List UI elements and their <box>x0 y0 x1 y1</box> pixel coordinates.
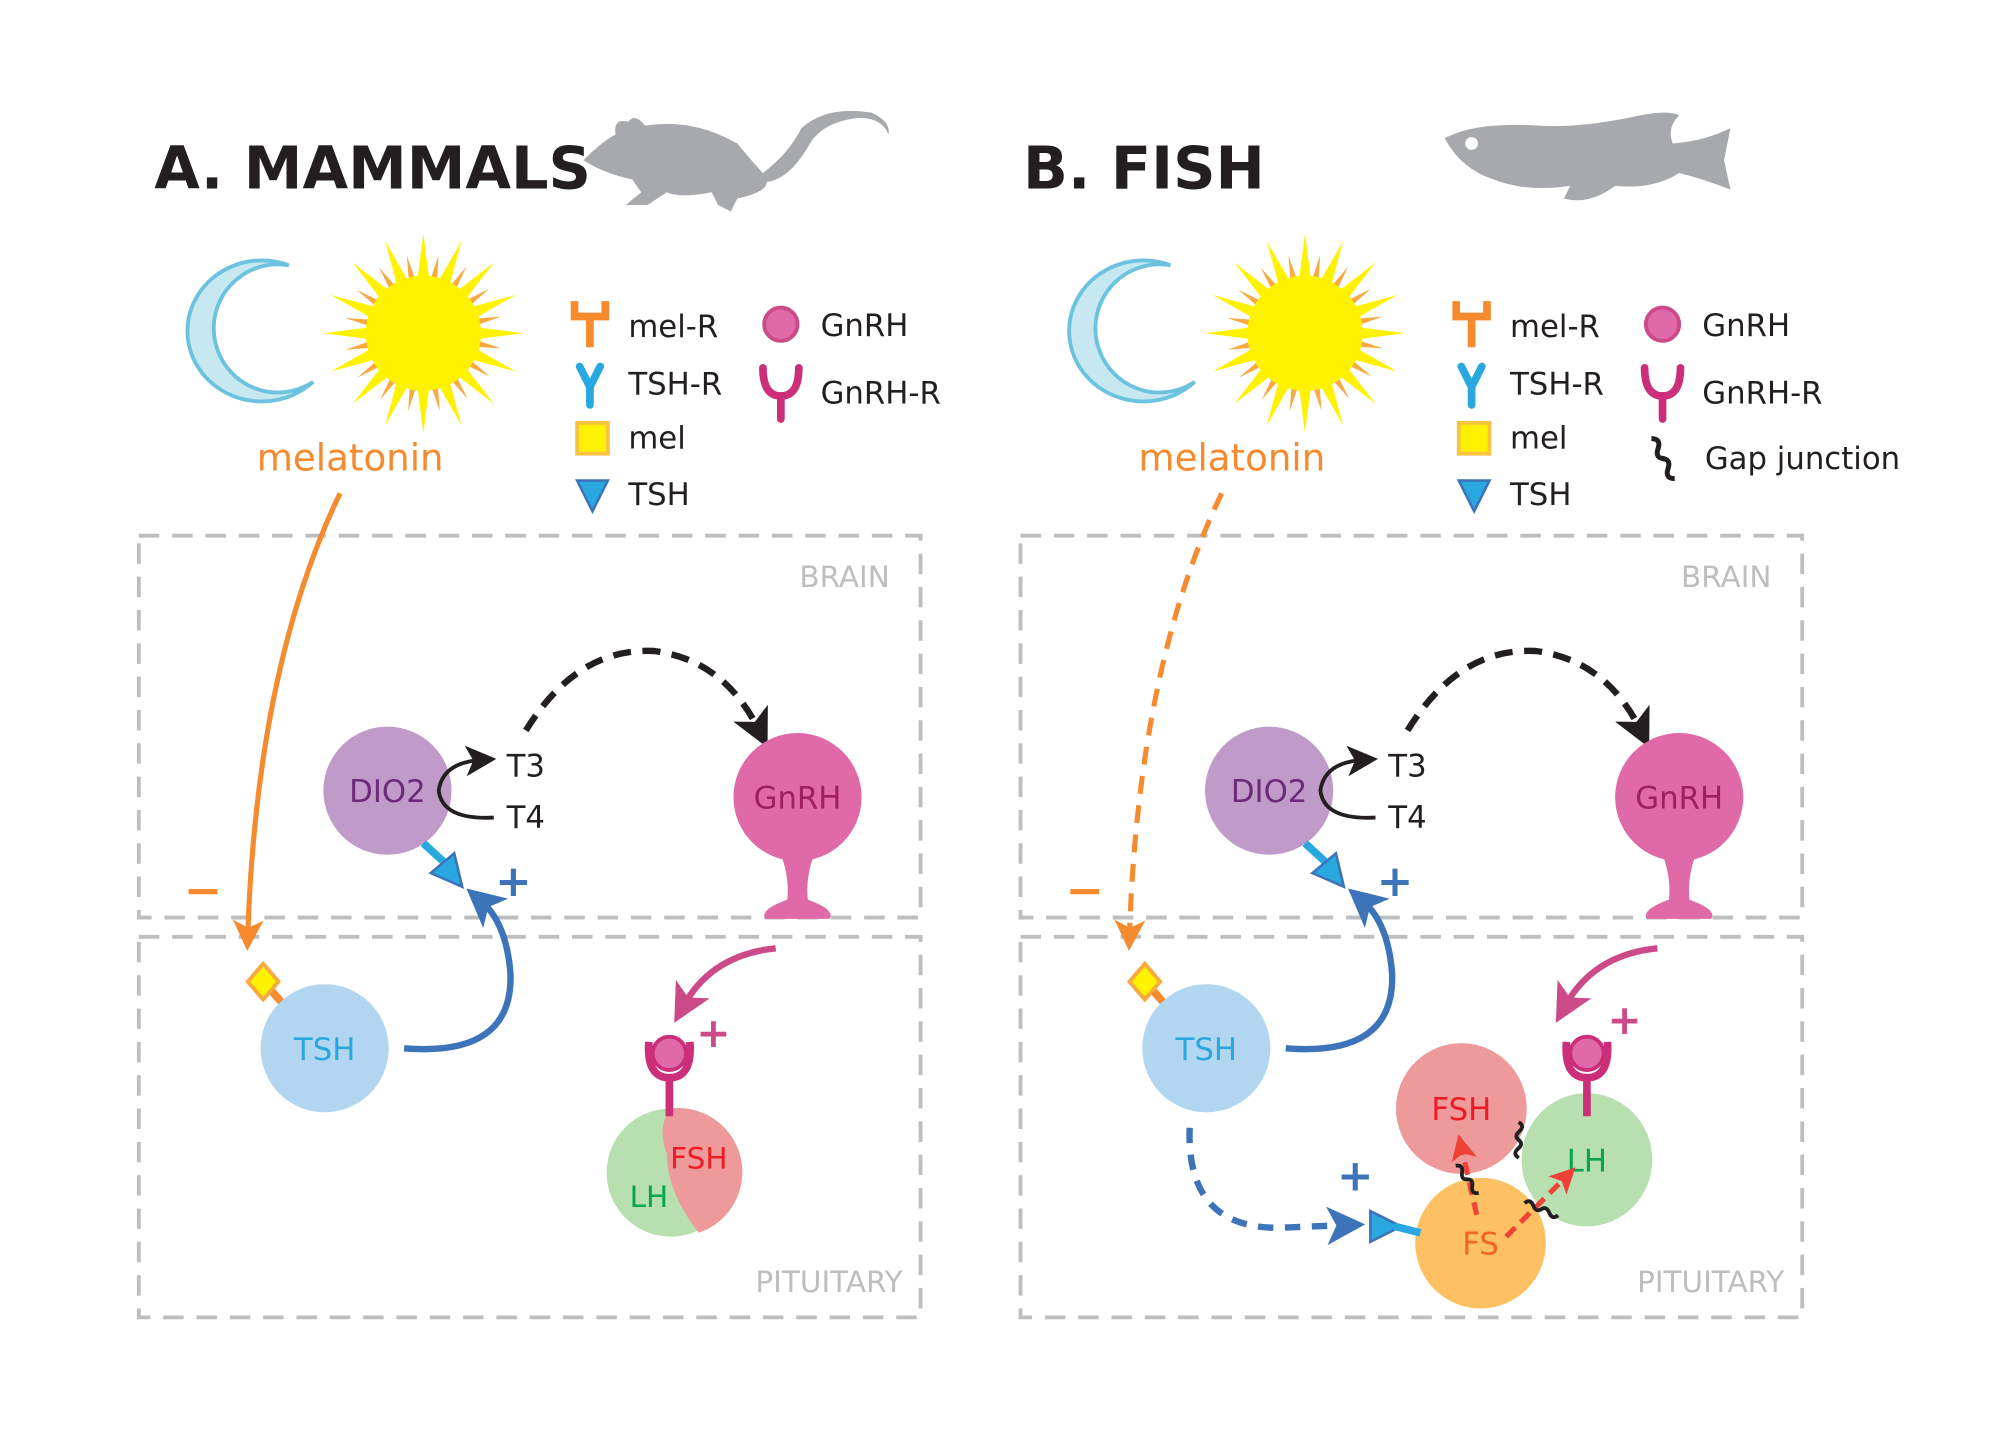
dio2-label: DIO2 <box>1231 774 1308 810</box>
plus-sign: + <box>1377 857 1414 907</box>
melatonin-label: melatonin <box>1138 436 1325 479</box>
pituitary-label: PITUITARY <box>755 1265 903 1299</box>
brain-region <box>1018 533 1805 920</box>
fsh-cell <box>1395 1043 1527 1174</box>
fish-eye <box>1465 137 1478 150</box>
fs-cell <box>1415 1177 1546 1309</box>
legend-gap-junction: Gap junction <box>1705 441 1900 477</box>
melatonin-inhibition-arrow <box>232 492 343 951</box>
lh-label: LH <box>630 1180 669 1214</box>
legend-mel: mel <box>628 421 685 457</box>
moon-and-sun-icon <box>1067 231 1407 436</box>
fs-label: FS <box>1462 1227 1499 1263</box>
t4-to-t3-arrow <box>1318 745 1379 820</box>
mel-receptor-icon <box>1456 301 1487 347</box>
fsh-half <box>662 1108 743 1233</box>
tsh-cell-label: TSH <box>293 1032 355 1068</box>
plus-sign: + <box>696 1009 730 1057</box>
gnrh-receptor-icon <box>763 368 799 419</box>
legend-tsh: TSH <box>1509 477 1571 513</box>
minus-sign: − <box>184 863 223 917</box>
tsh-stimulation-arrow <box>1285 888 1396 1053</box>
t4-to-t3-arrow <box>436 745 497 820</box>
legend-mel-r: mel-R <box>1510 309 1600 345</box>
fsh-label: FSH <box>670 1142 727 1176</box>
tsh-receptor-icon <box>580 367 601 405</box>
panel-title: B. FISH <box>1023 133 1265 202</box>
tsh-receptor-on-fs <box>1393 1222 1422 1237</box>
gnrh-neuron <box>733 733 862 919</box>
plus-sign: + <box>1607 996 1641 1044</box>
brain-label: BRAIN <box>1681 560 1771 594</box>
dio2-cell <box>1205 726 1334 855</box>
tsh-to-fs-dashed-arrow <box>1186 1127 1366 1246</box>
t3-label: T3 <box>1387 749 1426 785</box>
lh-label: LH <box>1567 1143 1607 1179</box>
fs-to-lh-arrow <box>1504 1167 1576 1239</box>
fish-silhouette-icon <box>1444 112 1731 201</box>
mel-square-icon <box>575 420 610 456</box>
gnrh-stimulation-arrow <box>674 945 777 1023</box>
dio2-label: DIO2 <box>349 774 426 810</box>
legend-mel-r: mel-R <box>628 309 718 345</box>
gnrh-receptor-icon <box>1645 368 1681 419</box>
tsh-cell <box>260 984 389 1113</box>
panel-title: A. MAMMALS <box>154 133 591 202</box>
panel-fish: B. FISH melatonin mel-R TSH-R mel TSH Gn… <box>1018 112 1900 1320</box>
mel-square-icon <box>1456 420 1492 456</box>
t3-label: T3 <box>506 749 545 785</box>
gnrh-neuron-label: GnRH <box>1635 781 1723 817</box>
moon-and-sun-icon <box>185 231 526 436</box>
pituitary-region <box>136 934 923 1320</box>
fs-to-fsh-arrow <box>1451 1134 1480 1216</box>
gnrh-stimulation-arrow <box>1555 945 1658 1023</box>
gap-junction-icon <box>1651 439 1674 479</box>
melatonin-label: melatonin <box>257 436 444 479</box>
mouse-silhouette-icon <box>583 110 889 212</box>
mel-on-receptor-icon <box>248 964 286 1008</box>
gnrh-neuron-label: GnRH <box>754 781 842 817</box>
panel-mammals: A. MAMMALS melatonin mel-R TSH-R mel TSH… <box>136 110 941 1320</box>
dio2-cell <box>323 726 452 855</box>
minus-sign: − <box>1065 863 1104 917</box>
mel-receptor-icon <box>575 301 606 347</box>
t4-label: T4 <box>506 800 545 836</box>
legend-gnrh-r: GnRH-R <box>821 376 941 412</box>
legend-gnrh: GnRH <box>821 308 909 344</box>
legend-tsh-r: TSH-R <box>627 367 722 403</box>
tsh-stimulation-arrow <box>403 888 514 1053</box>
t3-to-gnrh-arrow <box>523 647 768 748</box>
tsh-cell-label: TSH <box>1175 1032 1237 1068</box>
t3-to-gnrh-arrow <box>1404 647 1650 748</box>
pituitary-region <box>1018 934 1805 1320</box>
brain-label: BRAIN <box>799 560 889 594</box>
gnrh-neuron <box>1615 733 1744 919</box>
melatonin-inhibition-arrow-dashed <box>1114 492 1225 951</box>
tsh-receptor-icon <box>1461 367 1482 405</box>
pituitary-label: PITUITARY <box>1637 1265 1785 1299</box>
tsh-triangle-icon <box>1457 479 1491 513</box>
legend-tsh-r: TSH-R <box>1509 367 1604 403</box>
tsh-triangle-icon <box>575 479 610 513</box>
gnrh-circle-icon <box>1643 305 1682 343</box>
gnrh-receptor-bound <box>649 1037 691 1116</box>
legend-gnrh: GnRH <box>1702 308 1790 344</box>
gnrh-circle-icon <box>762 305 800 343</box>
t4-label: T4 <box>1387 800 1426 836</box>
plus-sign: + <box>1337 1152 1374 1202</box>
legend-mel: mel <box>1510 421 1567 457</box>
brain-region <box>136 533 923 920</box>
tsh-cell <box>1142 984 1271 1113</box>
fsh-label: FSH <box>1431 1092 1491 1128</box>
mel-on-receptor-icon <box>1129 964 1167 1008</box>
plus-sign: + <box>495 857 532 907</box>
legend-tsh: TSH <box>627 477 689 513</box>
legend-gnrh-r: GnRH-R <box>1702 376 1822 412</box>
